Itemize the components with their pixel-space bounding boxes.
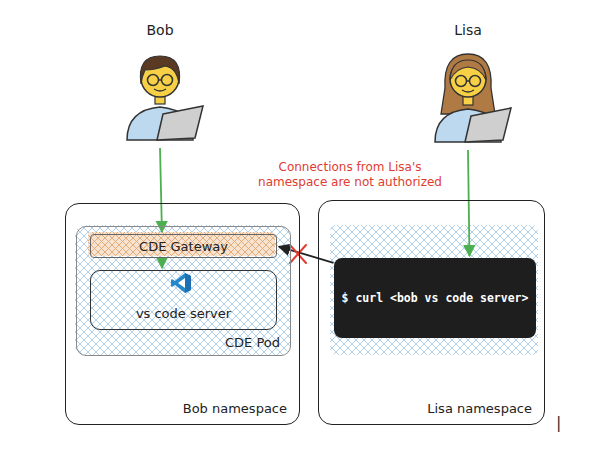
blocked-cross xyxy=(290,245,306,263)
pod-box: CDE Pod CDE Gateway vs code server xyxy=(76,226,291,356)
server-box: vs code server xyxy=(90,270,277,330)
cursor-mark: | xyxy=(556,413,561,432)
connector-arrow xyxy=(279,247,334,263)
node-label: Lisa xyxy=(415,22,521,38)
namespace-hatch xyxy=(330,225,538,355)
lisa-figure xyxy=(435,54,511,142)
terminal-box: $ curl <bob vs code server> xyxy=(334,258,537,338)
node-label: Lisa namespace xyxy=(427,401,532,416)
person-node: Lisa xyxy=(415,8,521,150)
namespace-box: Lisa namespace $ curl <bob vs code server… xyxy=(318,200,545,425)
warning-note: Connections from Lisa's namespace are no… xyxy=(252,160,448,190)
node-label: CDE Gateway xyxy=(139,239,228,254)
node-label: Bob xyxy=(107,22,213,38)
connector-arrow xyxy=(160,148,162,232)
gateway-box: CDE Gateway xyxy=(90,234,277,258)
connector-arrow xyxy=(468,150,469,256)
namespace-box: Bob namespace CDE Pod CDE Gateway vs code s… xyxy=(65,203,300,425)
gateway-hatch xyxy=(88,232,275,256)
pod-hatch xyxy=(75,225,290,355)
bob-figure xyxy=(127,56,203,140)
node-label: CDE Pod xyxy=(225,335,280,350)
node-label: vs code server xyxy=(136,306,231,321)
node-label: $ curl <bob vs code server> xyxy=(342,291,529,305)
node-label: Bob namespace xyxy=(183,401,287,416)
person-node: Bob xyxy=(107,8,213,148)
connector-arrow xyxy=(161,258,163,268)
vscode-icon xyxy=(171,273,191,293)
